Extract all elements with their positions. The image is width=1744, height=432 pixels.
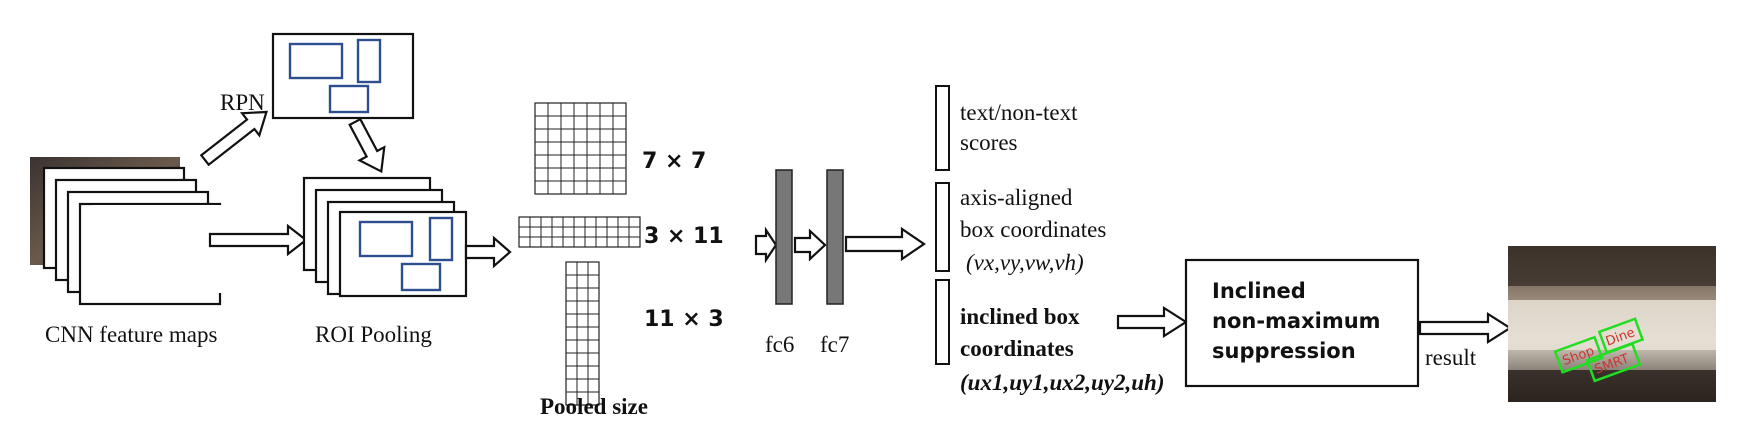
pooled-size-3x11-label: 3 × 11 xyxy=(644,224,724,249)
fc7-label: fc7 xyxy=(820,332,849,357)
grid-7x7 xyxy=(534,102,627,195)
fc6-layer xyxy=(775,169,793,305)
roi-pooling-label: ROI Pooling xyxy=(315,322,432,347)
inclined-label-line1: inclined box xyxy=(960,304,1080,329)
nms-label-line2: non-maximum xyxy=(1212,309,1381,333)
scores-output-bar xyxy=(935,85,950,171)
inclined-label-line2: coordinates xyxy=(960,336,1074,361)
roi-pooling-maps xyxy=(302,176,468,298)
scores-label-line2: scores xyxy=(960,130,1018,155)
cnn-feature-maps xyxy=(30,157,222,306)
arrow-nms-to-result xyxy=(1418,311,1513,345)
nms-label-line1: Inclined xyxy=(1212,279,1306,303)
arrow-rpn-to-roi xyxy=(348,117,386,174)
pooled-size-caption: Pooled size xyxy=(540,394,648,419)
cnn-feature-maps-label: CNN feature maps xyxy=(45,322,217,347)
grid-3x11 xyxy=(518,216,641,248)
arrow-roi-to-pooled xyxy=(464,235,512,269)
arrow-features-to-roi xyxy=(208,223,308,257)
fc7-layer xyxy=(826,169,844,305)
axis-aligned-formula: (vx,vy,vw,vh) xyxy=(966,250,1084,275)
result-label: result xyxy=(1425,345,1477,370)
arrow-features-to-rpn xyxy=(199,110,268,167)
scores-label-line1: text/non-text xyxy=(960,100,1078,125)
arrow-fc6-to-fc7 xyxy=(793,228,827,262)
rpn-label: RPN xyxy=(220,90,265,115)
arrow-fc7-to-outputs xyxy=(844,226,926,262)
fc6-label: fc6 xyxy=(765,332,794,357)
axis-aligned-label-line1: axis-aligned xyxy=(960,185,1073,210)
inclined-output-bar xyxy=(935,279,950,365)
arrow-inclined-to-nms xyxy=(1116,305,1189,339)
nms-box xyxy=(1184,258,1420,388)
nms-label-line3: suppression xyxy=(1212,339,1356,363)
inclined-formula: (ux1,uy1,ux2,uy2,uh) xyxy=(960,370,1164,395)
arrow-pooled-to-fc6 xyxy=(754,226,778,264)
pooled-size-11x3-label: 11 × 3 xyxy=(644,307,724,332)
result-image: Shop Dine SMRT xyxy=(1508,246,1716,402)
rpn-proposal-map xyxy=(271,32,415,120)
axis-aligned-output-bar xyxy=(935,182,950,272)
grid-11x3 xyxy=(565,261,600,406)
pooled-size-7x7-label: 7 × 7 xyxy=(642,149,706,174)
axis-aligned-label-line2: box coordinates xyxy=(960,217,1106,242)
